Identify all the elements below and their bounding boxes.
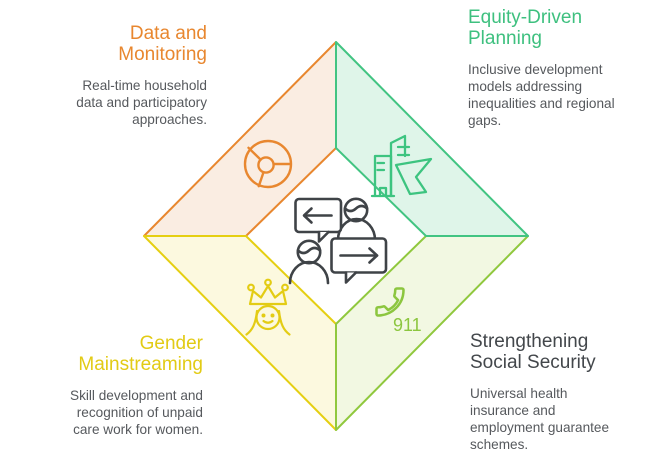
phone-911-label: 911 (393, 315, 422, 335)
building-cursor-icon (370, 134, 433, 198)
steering-wheel-icon (243, 139, 293, 189)
section-description-social-security: Universal health insurance and employmen… (470, 386, 610, 452)
queen-icon (245, 278, 291, 336)
phone-icon: 911 (375, 287, 422, 335)
section-description-gender-mainstreaming: Skill development and recognition of unp… (70, 388, 203, 437)
section-social-security: Strengthening Social Security Universal … (470, 331, 662, 453)
section-title-social-security: Strengthening Social Security (470, 331, 596, 373)
section-title-equity-planning: Equity-Driven Planning (468, 7, 583, 49)
conversation-icon (288, 197, 388, 285)
section-title-data-monitoring: Data and Monitoring (118, 23, 207, 65)
section-data-monitoring: Data and Monitoring Real-time household … (2, 23, 207, 128)
section-gender-mainstreaming: Gender Mainstreaming Skill development a… (0, 333, 203, 438)
section-equity-planning: Equity-Driven Planning Inclusive develop… (468, 7, 650, 129)
section-description-equity-planning: Inclusive development models addressing … (468, 62, 615, 128)
section-title-gender-mainstreaming: Gender Mainstreaming (78, 333, 203, 375)
section-description-data-monitoring: Real-time household data and participato… (76, 78, 207, 127)
